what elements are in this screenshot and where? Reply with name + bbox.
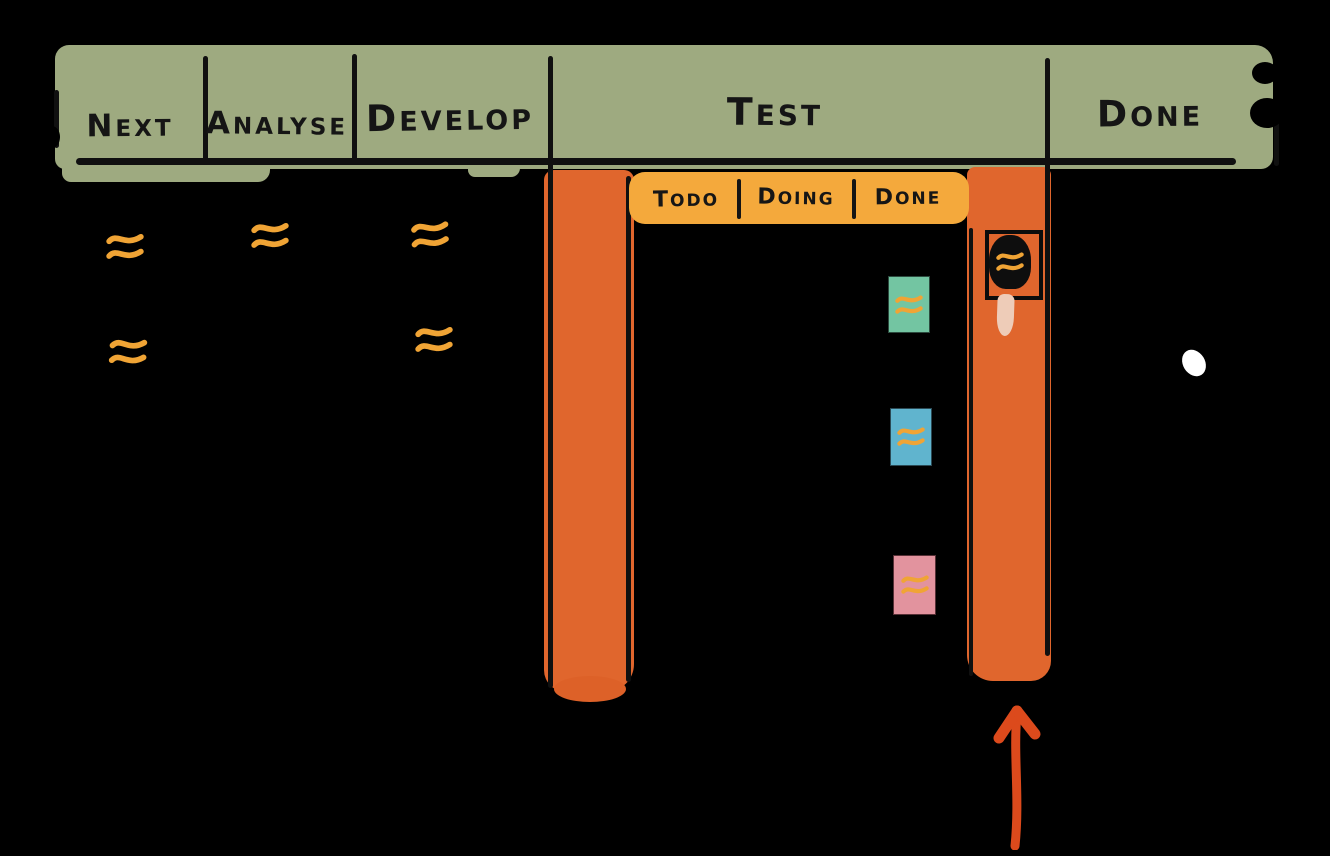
right-lane-left-line [969, 228, 973, 676]
column-header-analyse: Analyse [205, 105, 349, 142]
torn-edge-notch [1252, 62, 1278, 84]
highlighted-note [989, 235, 1031, 289]
test-left-lane [544, 170, 634, 702]
column-header-test: Test [726, 89, 824, 134]
subcolumn-header-done: Done [874, 184, 942, 211]
torn-edge-notch [44, 126, 60, 148]
note-squiggle-icon [106, 233, 144, 259]
divider-todo-doing [737, 179, 741, 219]
note-squiggle-icon [108, 339, 148, 364]
header-torn-fringe [62, 164, 270, 182]
header-bottom-line [76, 158, 1236, 165]
torn-edge-notch [1250, 98, 1284, 128]
divider-next-analyse [203, 56, 208, 162]
highlighted-note-frame [985, 230, 1043, 300]
header-torn-fringe [468, 164, 520, 177]
up-arrow-icon [993, 705, 1041, 850]
test-subboard-header [629, 172, 969, 224]
note-squiggle-icon [415, 326, 453, 352]
sticky-card-pink [893, 555, 936, 615]
note-squiggle-icon [897, 427, 925, 446]
divider-analyse-develop [352, 54, 357, 162]
note-squiggle-icon [900, 575, 929, 594]
board-header-band [55, 45, 1273, 169]
left-lane-right-line [626, 176, 631, 682]
sticky-card-teal [888, 276, 930, 333]
divider-doing-done [852, 179, 856, 219]
column-header-done: Done [1096, 92, 1204, 136]
note-squiggle-icon [411, 221, 449, 248]
white-speck [1177, 345, 1211, 381]
note-squiggle-icon [895, 294, 923, 314]
subcolumn-header-doing: Doing [757, 183, 835, 210]
note-squiggle-icon [996, 252, 1024, 271]
sticky-card-blue [890, 408, 932, 466]
divider-test-done [1045, 58, 1050, 656]
board-left-border-line [54, 90, 59, 148]
board-right-border-line [1274, 120, 1279, 166]
note-squiggle-icon [251, 222, 289, 248]
column-header-next: Next [86, 108, 174, 145]
subcolumn-header-todo: Todo [652, 186, 720, 213]
column-header-develop: Develop [365, 96, 535, 141]
divider-develop-test [548, 56, 553, 688]
